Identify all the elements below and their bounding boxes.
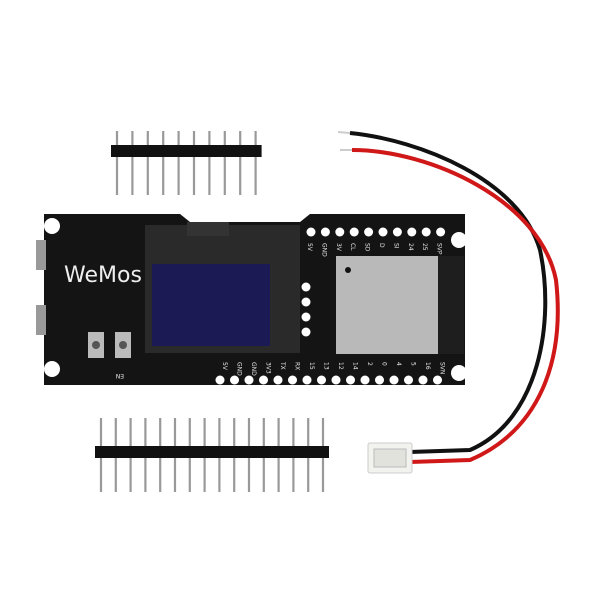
- pin-pad: [273, 375, 283, 385]
- pin-pad: [364, 227, 374, 237]
- pin-label: 24: [407, 243, 414, 251]
- oled-screen: [152, 264, 270, 346]
- pin-label: 12: [337, 362, 344, 370]
- black-wire: [349, 131, 548, 454]
- pin-pad: [335, 227, 345, 237]
- pin-pad: [389, 375, 399, 385]
- pin-label: RX: [294, 362, 301, 370]
- jst-connector: [367, 442, 413, 474]
- pin-label: GND: [250, 362, 257, 376]
- pin-pad: [301, 312, 311, 322]
- pin-pad: [301, 327, 311, 337]
- pin-pad: [320, 227, 330, 237]
- pin-label: D: [378, 243, 385, 248]
- pin-label: 5V: [221, 362, 228, 371]
- pin-pad: [244, 375, 254, 385]
- pin-pad: [331, 375, 341, 385]
- pin-header-short: [111, 131, 262, 195]
- pin-pad: [421, 227, 431, 237]
- pin-pad: [360, 375, 370, 385]
- header-bar: [111, 145, 262, 157]
- pin-pad: [288, 375, 297, 385]
- red-wire: [351, 148, 560, 464]
- pin-pad: [302, 375, 312, 385]
- pin-pad: [433, 375, 442, 385]
- pin-pad: [436, 227, 446, 237]
- pin-label: 3V3: [265, 362, 272, 374]
- pin-pad: [375, 375, 384, 385]
- pin-label: 4: [395, 362, 402, 366]
- pin-label: SVN: [439, 362, 446, 374]
- pin-label: 15: [308, 362, 315, 370]
- pin-label: 16: [424, 362, 431, 370]
- pin-pad: [259, 375, 268, 385]
- pin-pad: [230, 375, 239, 385]
- pin-label: 0: [381, 362, 388, 366]
- pin-label: 2: [366, 362, 373, 366]
- pin-pad: [392, 227, 402, 237]
- pin-pad: [378, 227, 388, 237]
- pin-pad: [317, 375, 326, 385]
- pin-label: 25: [421, 243, 428, 251]
- pin-label: CL: [349, 243, 356, 251]
- header-bar: [95, 446, 329, 458]
- pin-label: TX: [279, 361, 286, 370]
- pin-label: GND: [236, 362, 243, 376]
- pin-label: SI: [392, 243, 399, 249]
- pin-pad: [215, 375, 225, 385]
- pin-pad: [306, 227, 316, 237]
- pin-header-long: [95, 418, 329, 492]
- pin-pad: [404, 375, 413, 385]
- pin-label: 5: [410, 362, 417, 366]
- wemos-logo: WeMos: [64, 263, 142, 288]
- pin-label: 14: [352, 362, 359, 370]
- esp32-module: [336, 256, 438, 354]
- pin-label: SD: [364, 243, 371, 252]
- pin-pad: [301, 297, 311, 307]
- pin-pad: [346, 375, 355, 385]
- pin-pad: [301, 282, 311, 292]
- en-label: EN: [116, 372, 124, 379]
- pin-pad: [418, 375, 428, 385]
- pin-pad: [349, 227, 359, 237]
- pin-label: GND: [320, 243, 327, 257]
- pin-label: SVP: [436, 243, 443, 255]
- pin-pad: [407, 227, 417, 237]
- pin-label: 13: [323, 362, 330, 370]
- pin-label: 3V: [335, 243, 342, 252]
- pin-label: 5V: [306, 243, 313, 252]
